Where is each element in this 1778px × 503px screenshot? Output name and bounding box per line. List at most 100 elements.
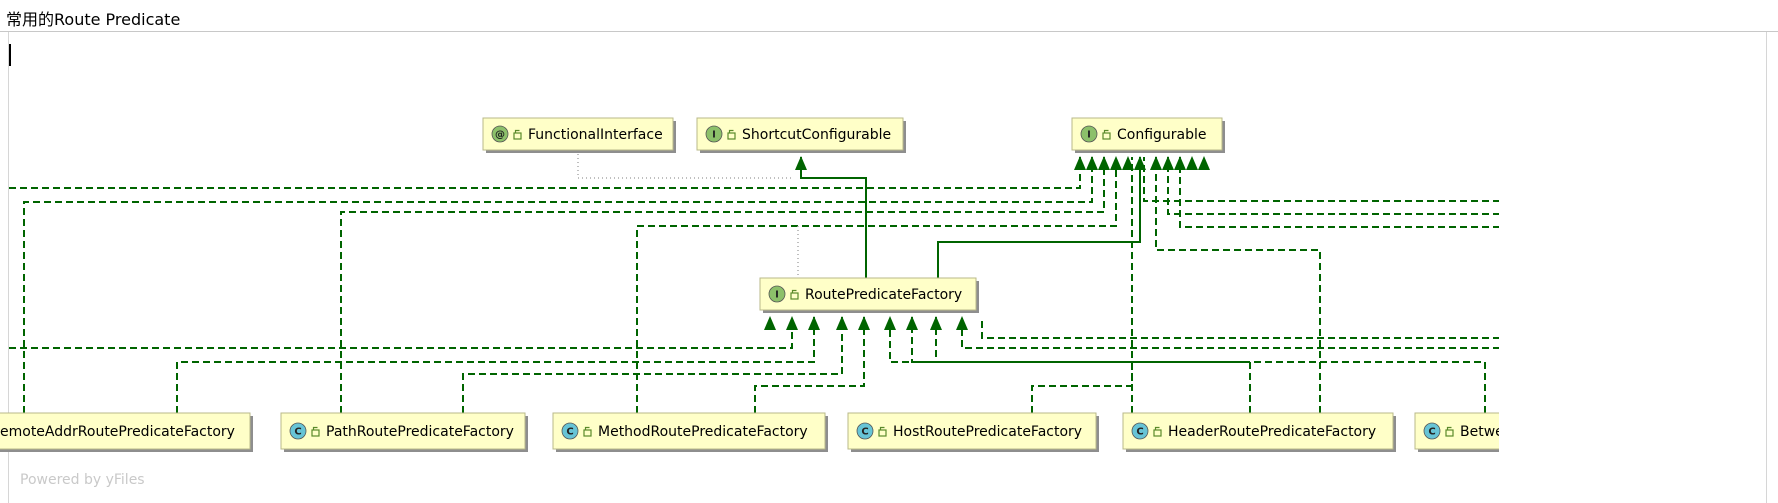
annotation-edge [577,150,792,179]
public-lock-icon-shackle [1154,426,1160,430]
public-lock-icon [1102,132,1111,140]
public-lock-icon [1153,429,1162,437]
arrowhead-configurable-7 [1162,156,1174,170]
class-icon [1423,422,1441,440]
arrowhead-configurable-10 [1198,156,1210,170]
implements-edge-16 [961,317,1500,349]
public-lock-icon [727,132,736,140]
annotation-icon [491,125,509,143]
diagram-node-7[interactable]: C HostRoutePredicateFactory [847,412,1099,452]
watermark: Powered by yFiles [20,472,145,488]
node-box [847,412,1097,450]
interface-icon [1080,125,1098,143]
interface-icon [705,125,723,143]
arrowhead-configurable-9 [1186,156,1198,170]
node-label: HeaderRoutePredicateFactory [1168,424,1376,440]
public-lock-icon-shackle [1103,129,1109,133]
arrowhead-configurable-1 [1086,156,1098,170]
class-icon [856,422,874,440]
node-label: Configurable [1117,127,1207,143]
class-icon [289,422,307,440]
node-badge: I [1087,130,1091,141]
public-lock-icon-shackle [1446,426,1452,430]
node-badge: @ [495,130,505,141]
node-label: Betwe [1460,424,1504,440]
diagram-node-5[interactable]: C PathRoutePredicateFactory [280,412,528,452]
diagram-node-4[interactable]: emoteAddrRoutePredicateFactory [0,412,253,452]
implements-edge-2 [340,157,1105,413]
implements-edge-15 [935,317,1486,413]
arrowhead-configurable-5 [1134,156,1146,170]
public-lock-icon-shackle [312,426,318,430]
public-lock-icon [1445,429,1454,437]
arrowhead-factory-6 [906,316,918,330]
implements-edge-10 [176,317,815,413]
arrowhead-configurable-6 [1150,156,1162,170]
node-badge: C [1428,427,1435,438]
node-label: MethodRoutePredicateFactory [598,424,808,440]
implements-edge-17 [981,317,1500,339]
public-lock-icon-shackle [879,426,885,430]
node-box [280,412,526,450]
arrowhead-configurable-8 [1174,156,1186,170]
page-title: 常用的Route Predicate [6,10,181,29]
arrowhead-factory-2 [808,316,820,330]
arrowhead-configurable-0 [1074,156,1086,170]
public-lock-icon [311,429,320,437]
node-box [1122,412,1394,450]
node-box [552,412,826,450]
diagram-node-3[interactable]: I RoutePredicateFactory [759,277,979,313]
node-label: RoutePredicateFactory [805,287,962,303]
extends-edge [800,157,867,278]
node-label: emoteAddrRoutePredicateFactory [0,424,235,440]
public-lock-icon [878,429,887,437]
implements-edge-11 [462,317,843,413]
arrowhead-factory-5 [884,316,896,330]
node-badge: I [775,290,779,301]
title-divider [0,31,1778,32]
diagram-node-6[interactable]: C MethodRoutePredicateFactory [552,412,828,452]
node-badge: I [712,130,716,141]
implements-edge-12 [754,317,865,413]
node-badge: C [861,427,868,438]
arrowhead-factory-3 [836,316,848,330]
node-box [759,277,977,311]
arrowhead-configurable-3 [1110,156,1122,170]
node-badge: C [566,427,573,438]
class-icon [561,422,579,440]
public-lock-icon [790,292,799,300]
implements-edge-13 [889,317,1133,413]
implements-edge-3 [636,157,1117,413]
implements-edge-6 [1179,157,1500,228]
arrowhead-factory-4 [858,316,870,330]
interface-icon [768,285,786,303]
node-box [696,117,904,151]
arrowhead-configurable-4 [1122,156,1134,170]
diagram-edges [9,150,1500,413]
implements-edge-9 [9,317,793,349]
node-badge: C [294,427,301,438]
diagram-node-2[interactable]: I Configurable [1071,117,1225,153]
extends-edge-configurable [937,157,1141,278]
diagram-node-8[interactable]: C HeaderRoutePredicateFactory [1122,412,1396,452]
node-badge: C [1136,427,1143,438]
diagram-node-1[interactable]: I ShortcutConfigurable [696,117,906,153]
public-lock-icon [513,132,522,140]
node-label: FunctionalInterface [528,127,663,143]
diagram-node-0[interactable]: @ FunctionalInterface [482,117,676,153]
node-label: ShortcutConfigurable [742,127,891,143]
node-label: HostRoutePredicateFactory [893,424,1082,440]
arrowhead-factory-8 [956,316,968,330]
arrowhead-factory-7 [930,316,942,330]
arrowhead-configurable-2 [1098,156,1110,170]
text-caret [9,44,11,66]
public-lock-icon-shackle [514,129,520,133]
implements-edge-1 [9,157,1081,189]
node-box [482,117,674,151]
node-label: PathRoutePredicateFactory [326,424,514,440]
node-box [0,412,251,450]
arrowhead-shortcut [795,156,807,170]
public-lock-icon-shackle [728,129,734,133]
